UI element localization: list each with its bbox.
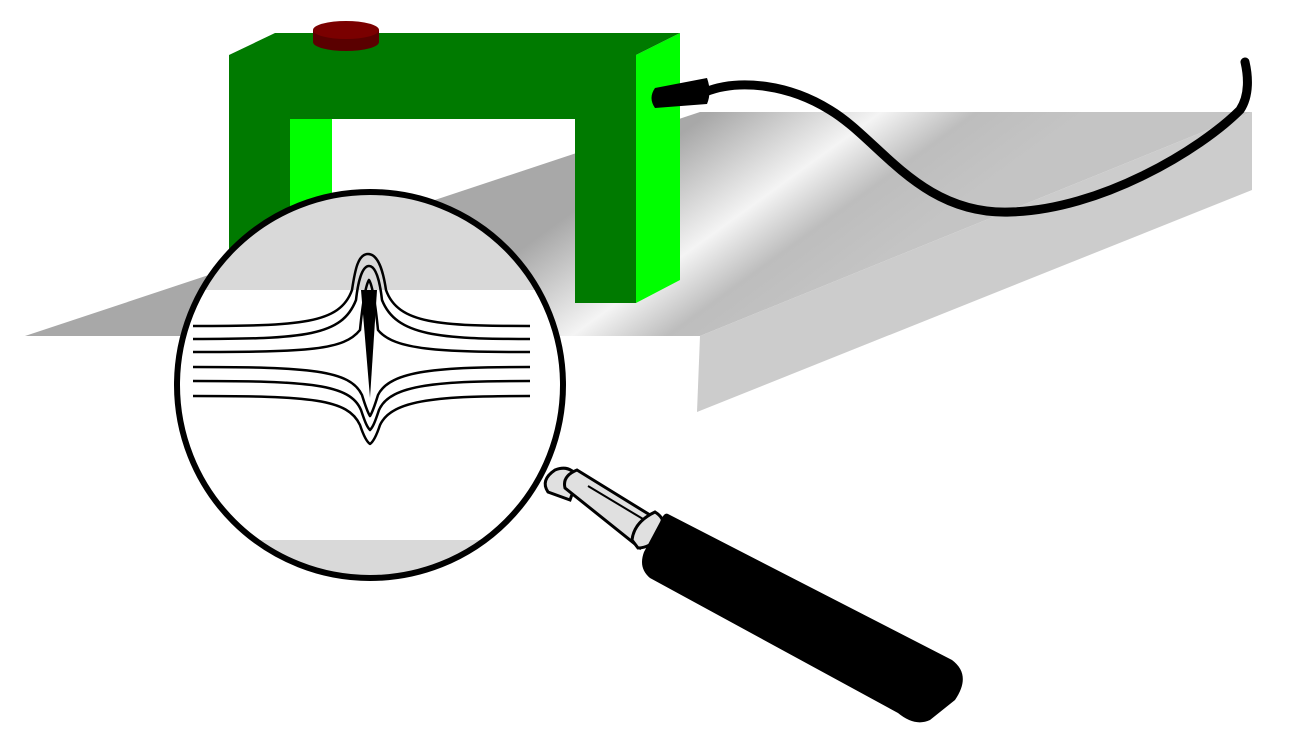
flux-line — [192, 394, 531, 446]
power-button — [313, 21, 379, 51]
power-cable — [651, 57, 1252, 217]
handle-grip — [642, 513, 963, 723]
flux-line — [192, 365, 531, 418]
flux-line — [192, 264, 531, 341]
flux-lines-detail — [192, 252, 531, 446]
surface-crack — [361, 290, 377, 398]
yoke-side-face — [636, 33, 680, 303]
lens-rim — [174, 189, 566, 581]
yoke-top-face — [229, 33, 680, 55]
magnifier-lens — [174, 189, 566, 581]
flux-line — [192, 278, 531, 354]
cable-wire — [700, 57, 1252, 217]
magnifier-handle — [543, 466, 963, 723]
yoke-crossbar — [229, 55, 636, 119]
flux-line — [192, 379, 531, 432]
cable-connector — [651, 78, 710, 108]
yoke-right-leg — [575, 55, 636, 303]
magnifying-glass — [174, 189, 963, 723]
flux-line — [192, 252, 531, 328]
